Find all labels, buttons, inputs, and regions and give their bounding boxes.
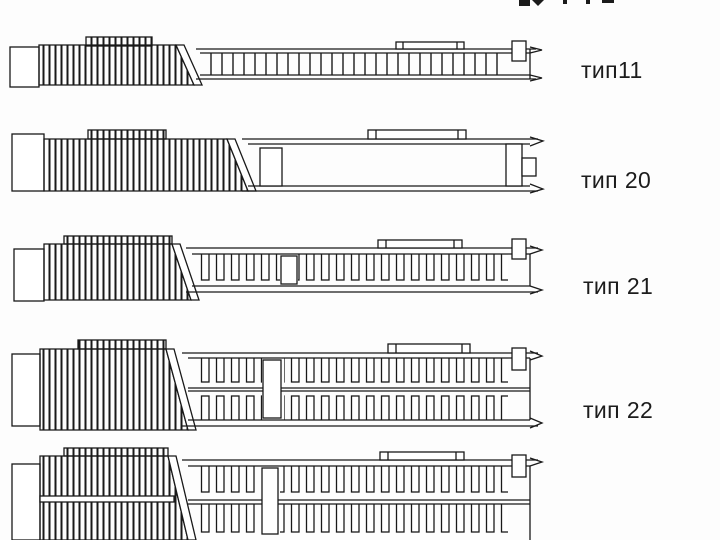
label-type-20: тип 20 bbox=[581, 167, 652, 193]
mounting-tab bbox=[395, 41, 465, 50]
front-panel-corrugation bbox=[43, 138, 249, 192]
connector-fitting bbox=[521, 157, 537, 177]
connector-fitting bbox=[511, 40, 527, 62]
radiator-type-21-drawing bbox=[13, 235, 545, 302]
label-type-22: тип 22 bbox=[583, 397, 654, 423]
convector-corrugation bbox=[38, 44, 196, 86]
convector-corrugation bbox=[43, 243, 192, 301]
radiator-type-33-partial-drawing bbox=[11, 447, 545, 540]
end-cap-left bbox=[9, 46, 40, 88]
section-break bbox=[167, 455, 197, 540]
panel-cutaway bbox=[182, 352, 538, 427]
end-points bbox=[529, 457, 545, 467]
end-cap-left bbox=[11, 353, 41, 427]
water-channel-divider bbox=[261, 467, 279, 535]
end-cap-left bbox=[11, 463, 41, 540]
end-points bbox=[529, 245, 545, 295]
label-type-21: тип 21 bbox=[583, 273, 654, 299]
section-break bbox=[165, 348, 197, 431]
section-break bbox=[174, 44, 204, 86]
mounting-tab bbox=[63, 235, 173, 245]
corrugation-seam bbox=[39, 495, 175, 503]
panel-cutaway bbox=[186, 247, 538, 293]
end-cap-right bbox=[505, 143, 523, 187]
panel-cutaway bbox=[182, 459, 538, 540]
mounting-tab bbox=[387, 343, 471, 354]
panel-cutaway bbox=[242, 138, 538, 192]
end-points bbox=[529, 350, 544, 429]
label-type-11: тип11 bbox=[581, 57, 643, 83]
mounting-tab bbox=[377, 239, 463, 249]
water-channel-divider bbox=[280, 255, 298, 285]
connector-fitting bbox=[511, 238, 527, 260]
connector-fitting bbox=[511, 454, 527, 478]
mounting-tab bbox=[367, 129, 467, 140]
radiator-type-22-drawing bbox=[11, 339, 544, 431]
water-channel-divider bbox=[262, 359, 282, 419]
mounting-tab bbox=[87, 129, 167, 140]
panel-cutaway bbox=[196, 48, 536, 80]
cropped-content-top bbox=[519, 0, 614, 6]
connector-fitting bbox=[511, 347, 527, 371]
end-points bbox=[529, 136, 545, 194]
mounting-tab bbox=[77, 339, 167, 350]
mounting-tab bbox=[63, 447, 169, 457]
water-channel-divider bbox=[259, 147, 283, 187]
radiator-type-11-drawing bbox=[9, 36, 543, 88]
radiator-type-20-drawing bbox=[11, 129, 545, 194]
convector-corrugation bbox=[39, 348, 189, 431]
end-points bbox=[529, 46, 543, 82]
end-cap-left bbox=[13, 248, 45, 302]
mounting-tab bbox=[379, 451, 465, 461]
end-cap-left bbox=[11, 133, 45, 192]
